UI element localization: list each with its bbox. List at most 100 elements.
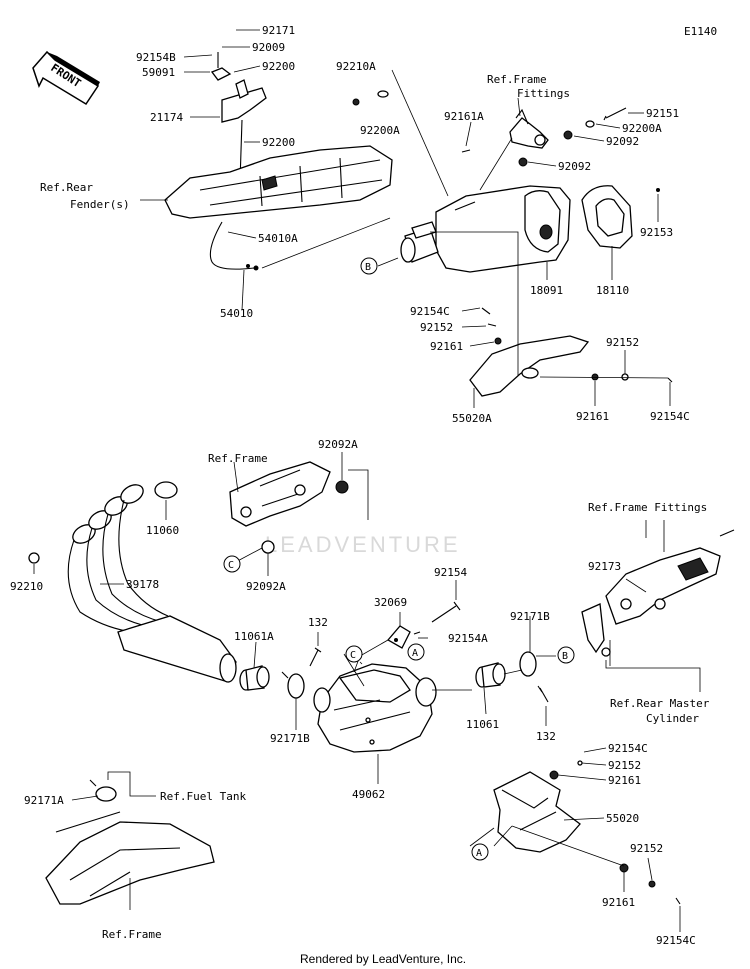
svg-text:C: C [350, 650, 356, 661]
part-label: 92200 [262, 60, 295, 73]
part-label: 92092A [318, 438, 358, 451]
pre-chamber-49062[interactable] [313, 663, 437, 753]
muffler-cover-18110[interactable] [581, 185, 633, 249]
part-label: 92171B [270, 732, 310, 745]
svg-text:Ref.Rear Master: Ref.Rear Master [610, 697, 710, 710]
part-label: 92154C [650, 410, 690, 423]
pipe-11061A[interactable] [239, 665, 270, 691]
bolt-132-right [537, 685, 549, 703]
part-label: 54010A [258, 232, 298, 245]
rear-fender-assembly[interactable] [164, 145, 393, 219]
exhaust-header-39178[interactable] [67, 481, 237, 683]
svg-text:Ref.Frame: Ref.Frame [487, 73, 547, 86]
svg-text:B: B [365, 262, 371, 273]
clamp-92171B-left[interactable] [281, 671, 305, 699]
part-label: 11061A [234, 630, 274, 643]
part-label: 92152 [420, 321, 453, 334]
part-label: 92210A [336, 60, 376, 73]
callout-C-mid: C [345, 645, 363, 663]
part-labels: 92171 92009 92154B 59091 92200 21174 922… [10, 24, 696, 947]
part-label: 92161 [608, 774, 641, 787]
callout-A-bottom: A [471, 843, 489, 861]
front-arrow-icon: FRONT [32, 50, 100, 106]
svg-text:Ref.Fuel Tank: Ref.Fuel Tank [160, 790, 246, 803]
svg-text:Fender(s): Fender(s) [70, 198, 130, 211]
part-label: 54010 [220, 307, 253, 320]
part-label: 32069 [374, 596, 407, 609]
rear-master-cylinder-bracket[interactable] [581, 529, 735, 657]
svg-text:C: C [228, 560, 234, 571]
part-label: 92161 [602, 896, 635, 909]
nut-92210[interactable] [28, 552, 40, 564]
hardware-top-right [352, 90, 660, 192]
part-label: 92154C [656, 934, 696, 947]
svg-text:Ref.Frame: Ref.Frame [102, 928, 162, 941]
svg-text:Cylinder: Cylinder [646, 712, 699, 725]
part-label: 92009 [252, 41, 285, 54]
part-label: 92153 [640, 226, 673, 239]
part-label: 92200A [360, 124, 400, 137]
gasket-11060[interactable] [154, 481, 178, 499]
heat-guard-55020A[interactable] [469, 307, 673, 397]
diagram-code: E1140 [684, 25, 717, 38]
part-label: 11060 [146, 524, 179, 537]
part-label: 39178 [126, 578, 159, 591]
callout-C-left: C [223, 555, 241, 573]
part-label: 132 [536, 730, 556, 743]
part-label: 92154C [410, 305, 450, 318]
heat-guard-55020[interactable] [493, 760, 681, 905]
part-label: 11061 [466, 718, 499, 731]
part-label: 92161 [576, 410, 609, 423]
leader-lines [33, 29, 701, 932]
bracket-32069[interactable] [386, 625, 421, 649]
callout-A-mid: A [407, 643, 425, 661]
part-label: 92152 [630, 842, 663, 855]
frame-fitting-bracket-top[interactable] [509, 108, 549, 149]
frame-mount-bracket[interactable] [229, 461, 349, 554]
part-label: 92092 [606, 135, 639, 148]
bracket-21174[interactable] [210, 52, 267, 183]
part-label: 92200 [262, 136, 295, 149]
part-label: 92171A [24, 794, 64, 807]
part-label: 92210 [10, 580, 43, 593]
part-label: 92092 [558, 160, 591, 173]
svg-text:A: A [412, 648, 418, 659]
part-label: 92154B [136, 51, 176, 64]
part-label: 92152 [608, 759, 641, 772]
cable-54010[interactable] [209, 221, 259, 271]
pipe-11061[interactable] [475, 662, 506, 688]
part-label: 92171B [510, 610, 550, 623]
bolt-92154 [431, 601, 461, 623]
part-label: 92151 [646, 107, 679, 120]
part-label: 49062 [352, 788, 385, 801]
part-label: 92161 [430, 340, 463, 353]
svg-text:Fittings: Fittings [517, 87, 570, 100]
part-label: 92152 [606, 336, 639, 349]
clamp-92171B-right[interactable] [519, 651, 537, 677]
muffler-18091[interactable] [400, 185, 571, 273]
part-label: 92161A [444, 110, 484, 123]
part-label: 18091 [530, 284, 563, 297]
footer-credit: Rendered by LeadVenture, Inc. [300, 952, 466, 966]
part-label: 92154A [448, 632, 488, 645]
callout-B-top: B [360, 257, 378, 275]
frame-bottom[interactable] [45, 779, 215, 905]
part-label: 92173 [588, 560, 621, 573]
part-label: 92171 [262, 24, 295, 37]
part-label: 55020A [452, 412, 492, 425]
bolt-132-left [309, 647, 322, 667]
part-label: 18110 [596, 284, 629, 297]
svg-text:B: B [562, 651, 568, 662]
part-label: 59091 [142, 66, 175, 79]
part-label: 92154C [608, 742, 648, 755]
reference-labels: Ref.Frame Fittings Ref.Rear Fender(s) Re… [40, 73, 710, 941]
watermark: LEADVENTURE [265, 532, 461, 557]
svg-text:Ref.Frame Fittings: Ref.Frame Fittings [588, 501, 707, 514]
part-label: 92092A [246, 580, 286, 593]
svg-text:Ref.Rear: Ref.Rear [40, 181, 93, 194]
part-label: 132 [308, 616, 328, 629]
part-label: 55020 [606, 812, 639, 825]
part-label: 92154 [434, 566, 467, 579]
part-label: 21174 [150, 111, 183, 124]
